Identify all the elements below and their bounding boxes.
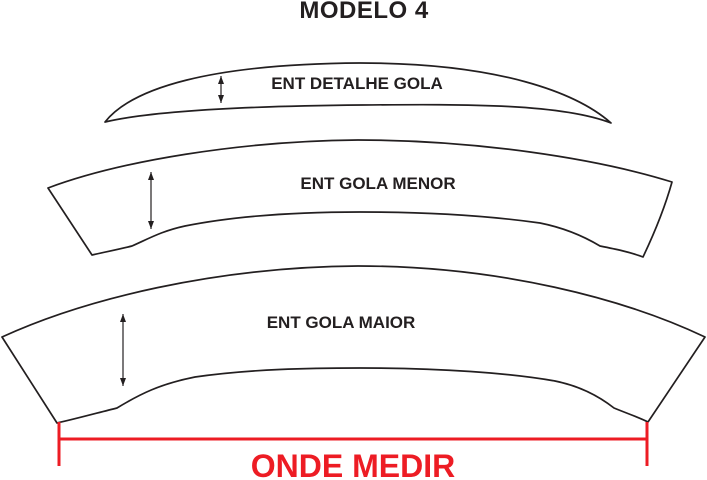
page-title: MODELO 4 [299,0,428,24]
piece-maior-label: ENT GOLA MAIOR [267,313,416,332]
collar-maior-outline [1,265,706,424]
collar-menor-outline [47,139,673,258]
piece-detalhe-gola: ENT DETALHE GOLA [104,62,612,124]
collar-detalhe-outline [104,62,612,124]
piece-menor-label: ENT GOLA MENOR [300,174,455,193]
measurement-indicator: ONDE MEDIR [57,422,649,480]
measure-label: ONDE MEDIR [251,448,455,480]
piece-gola-menor: ENT GOLA MENOR [47,139,673,258]
piece-gola-maior: ENT GOLA MAIOR [1,265,706,424]
piece-detalhe-label: ENT DETALHE GOLA [271,74,443,93]
